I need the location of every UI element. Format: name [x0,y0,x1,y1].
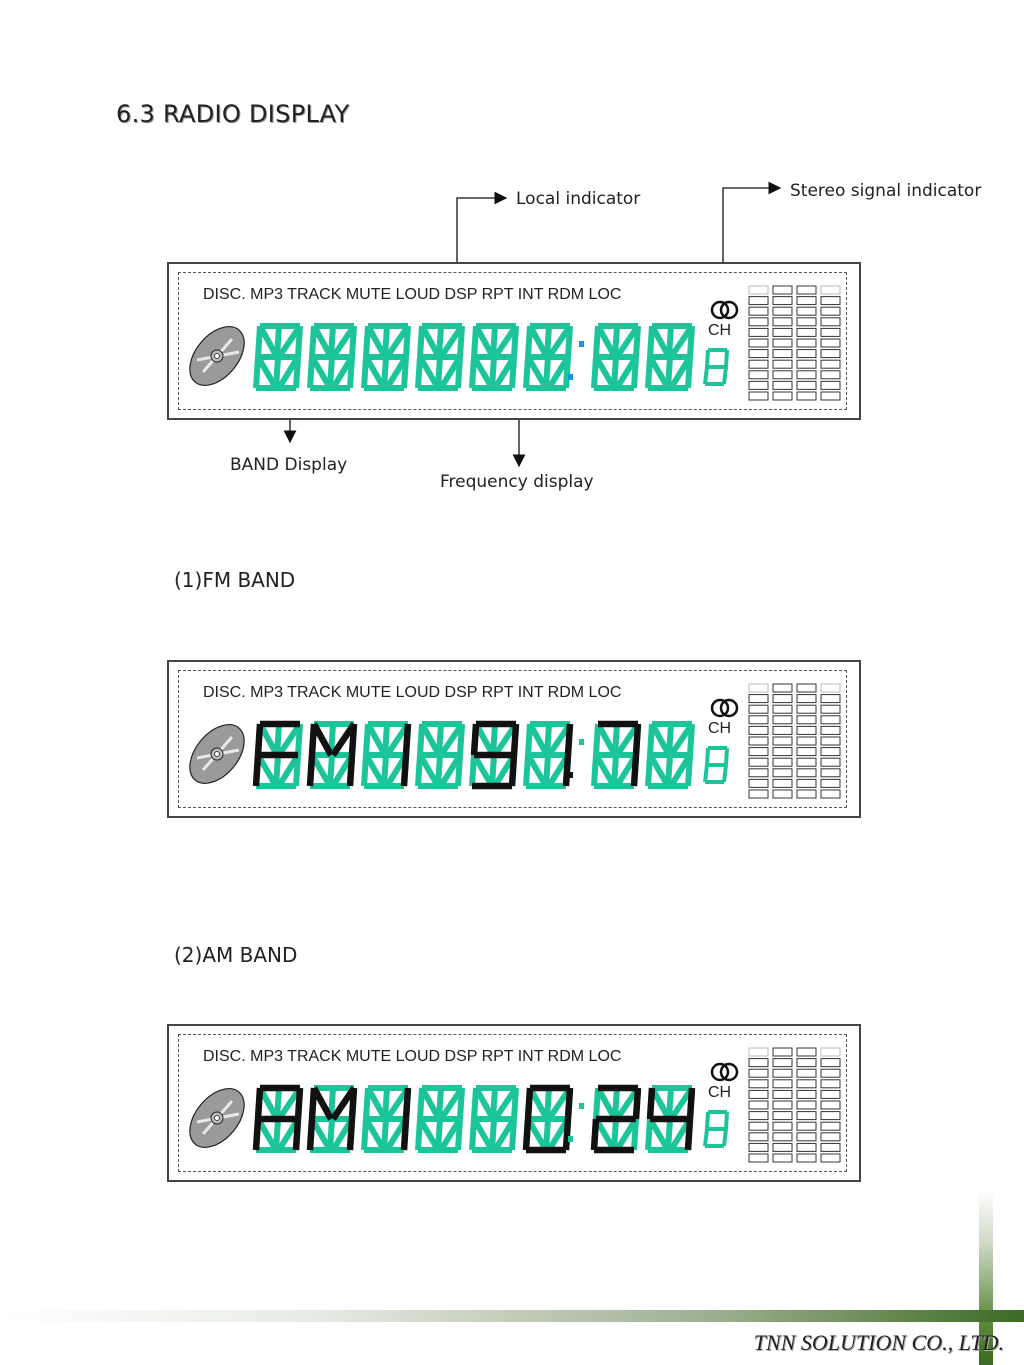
stereo-indicator-arrow [722,181,782,270]
disc-icon [189,724,245,784]
local-indicator-arrow [456,191,508,272]
level-meter [748,1047,841,1163]
segment-digit [645,721,695,789]
segment-digit [469,720,520,790]
segment-digit [523,323,573,391]
indicator-row: DISC. MP3 TRACK MUTE LOUD DSP RPT INT RD… [203,1048,622,1065]
segment-digit [361,1085,412,1153]
segment-digit [645,1085,696,1153]
stereo-icon [710,1062,739,1082]
stereo-icon [710,698,739,718]
segment-digit [306,721,358,789]
indicator-row: DISC. MP3 TRACK MUTE LOUD DSP RPT INT RD… [203,286,622,303]
segment-digit [415,721,465,789]
segment-digit [252,720,303,789]
band-display-label: BAND Display [230,455,348,475]
segment-display [189,683,841,799]
colon [568,1103,584,1142]
level-meter [748,285,841,401]
stereo-icon [710,300,739,320]
channel-digit [703,348,729,386]
segment-digit [469,323,519,391]
am-band-heading: (2)AM BAND [174,943,298,967]
segment-digit [591,323,641,391]
channel-digit [703,1110,729,1148]
ch-label: CH [708,1084,732,1101]
segment-digit [252,1084,304,1153]
panel-dashed-border [178,1034,847,1172]
footer-company: TNN SOLUTION CO., LTD. [753,1330,1004,1355]
segment-digit [591,720,642,789]
indicator-row: DISC. MP3 TRACK MUTE LOUD DSP RPT INT RD… [203,684,622,701]
segment-digit [645,323,695,391]
page-title: 6.3 RADIO DISPLAY [116,100,350,128]
footer-bar [0,1310,1024,1322]
colon [568,341,584,380]
local-indicator-label: Local indicator [516,189,641,209]
disc-icon [189,326,245,386]
segment-digit [415,1085,465,1153]
disc-icon [189,1088,245,1148]
lcd-panel-am: DISC. MP3 TRACK MUTE LOUD DSP RPT INT RD… [167,1024,861,1182]
ch-label: CH [708,720,732,737]
callout-arrows [253,181,782,468]
channel-digit [703,746,729,784]
colon [568,739,584,778]
frequency-display-label: Frequency display [440,472,594,492]
lcd-panel-diagram: DISC. MP3 TRACK MUTE LOUD DSP RPT INT RD… [167,262,861,420]
ch-label: CH [708,322,732,339]
segment-digit [253,323,303,391]
segment-digit [361,323,411,391]
segment-digit [522,1084,574,1154]
panel-dashed-border [178,670,847,808]
segment-digit [361,721,412,789]
segment-display [189,285,841,401]
segment-digit [306,1085,358,1153]
lcd-panel-fm: DISC. MP3 TRACK MUTE LOUD DSP RPT INT RD… [167,660,861,818]
level-meter [748,683,841,799]
panel-dashed-border [178,272,847,410]
segment-digit [415,323,465,391]
segment-digit [469,1085,519,1153]
stereo-indicator-label: Stereo signal indicator [790,181,982,201]
segment-digit [307,323,357,391]
segment-digit [523,721,574,789]
segment-digit [590,1084,642,1154]
segment-display [189,1047,841,1163]
fm-band-heading: (1)FM BAND [174,568,296,592]
